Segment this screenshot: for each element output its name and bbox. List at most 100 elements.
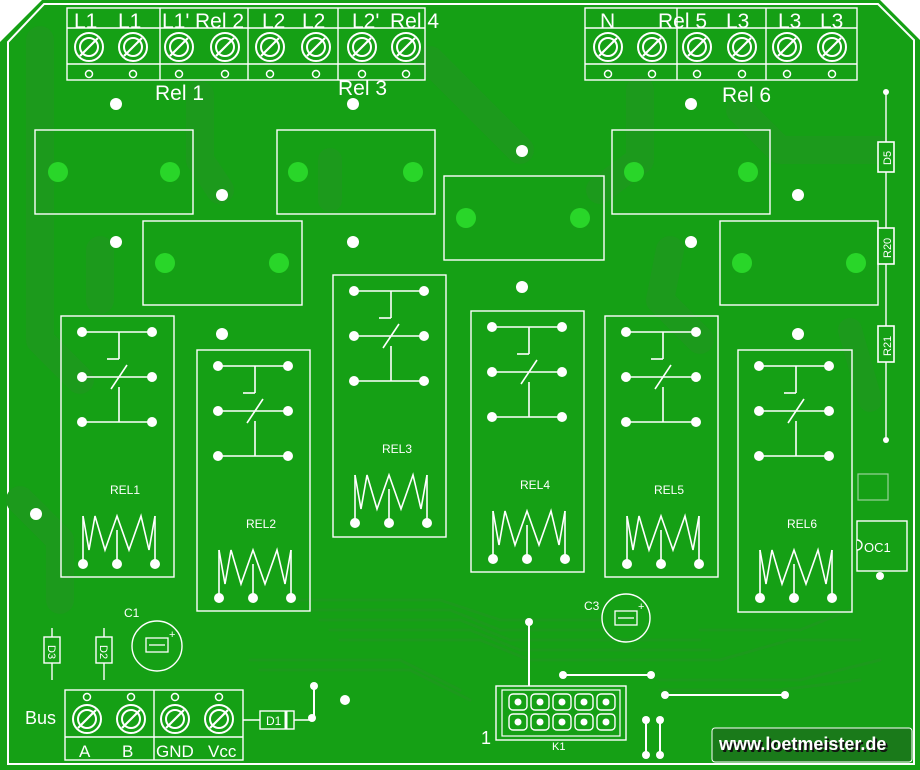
screw-terminal xyxy=(637,32,667,79)
relay-label: REL5 xyxy=(654,483,684,497)
capacitor-c3: C3 + xyxy=(584,593,651,643)
connector-pin xyxy=(574,693,594,711)
relay-labels-top: Rel 1 Rel 3 Rel 6 xyxy=(155,77,771,107)
resistor-label: D5 xyxy=(882,151,894,165)
connector-pins xyxy=(508,693,616,731)
relay-2: REL2 xyxy=(196,349,311,612)
terminal-label: N xyxy=(600,10,615,33)
resistor-label: R20 xyxy=(882,238,894,258)
screw-terminal xyxy=(160,692,190,734)
connector-pin1-label: 1 xyxy=(481,728,491,748)
terminal-label: L1 xyxy=(118,10,141,33)
terminal-label: L1' xyxy=(162,10,189,33)
terminal-block-left xyxy=(66,7,426,81)
svg-text:+: + xyxy=(169,629,175,641)
screw-terminal xyxy=(255,32,285,79)
diode-d1: D1 xyxy=(243,695,350,730)
screw-terminal xyxy=(204,692,234,734)
relay-4: REL4 xyxy=(470,310,585,573)
resistor-label: R21 xyxy=(882,336,894,356)
connector-pin xyxy=(596,713,616,731)
bus-screw-terminals xyxy=(72,692,234,734)
relay-5: REL5 xyxy=(604,315,719,578)
relay-label: Rel 1 xyxy=(155,82,204,105)
screw-terminal xyxy=(391,32,421,79)
relay-label: REL1 xyxy=(110,483,140,497)
copper-traces xyxy=(6,26,894,702)
bus-terminal-label: A xyxy=(79,742,91,761)
bus-label: Bus xyxy=(25,708,56,728)
connector-pin xyxy=(596,693,616,711)
optocoupler: OC1 xyxy=(856,473,908,580)
capacitor-c1: C1 + xyxy=(124,606,183,672)
terminal-label: L2' xyxy=(352,10,379,33)
screw-terminal xyxy=(72,692,102,734)
relay-label: REL4 xyxy=(520,478,550,492)
capacitor-label: C3 xyxy=(584,599,600,613)
watermark-text: www.loetmeister.de xyxy=(720,736,888,756)
diode-label: D1 xyxy=(266,714,282,728)
connector-pin xyxy=(552,713,572,731)
screw-terminal xyxy=(210,32,240,79)
wire-jumper-ends xyxy=(310,618,789,759)
relay-label: REL2 xyxy=(246,517,276,531)
screw-terminal xyxy=(682,32,712,79)
terminal-block-right xyxy=(584,7,858,81)
terminal-label: Rel 2 xyxy=(195,10,244,33)
connector-k1: 1 K1 xyxy=(481,685,627,753)
screw-terminal xyxy=(727,32,757,79)
terminal-label: L1 xyxy=(74,10,97,33)
bus-terminal-label: Vcc xyxy=(208,742,237,761)
terminal-labels-left: L1 L1 L1' Rel 2 L2 L2 L2' Rel 4 xyxy=(74,10,439,33)
capacitor-label: C1 xyxy=(124,606,140,620)
board-edge-outline xyxy=(7,3,915,765)
snubber-components xyxy=(34,129,879,306)
optocoupler-label: OC1 xyxy=(864,540,891,555)
connector-pin xyxy=(508,713,528,731)
relay-label: REL3 xyxy=(382,442,412,456)
relay-6: REL6 xyxy=(737,349,853,613)
terminal-labels-right: N Rel 5 L3 L3 L3 xyxy=(600,10,843,33)
relay-label: Rel 6 xyxy=(722,84,771,107)
vias xyxy=(30,98,804,520)
screw-terminal xyxy=(301,32,331,79)
screw-terminal xyxy=(817,32,847,79)
screw-terminal xyxy=(116,692,146,734)
screw-terminal xyxy=(118,32,148,79)
terminal-label: Rel 4 xyxy=(390,10,439,33)
screw-terminal xyxy=(772,32,802,79)
bus-terminal-label: GND xyxy=(156,742,194,761)
wire-jumpers xyxy=(313,622,785,755)
svg-text:+: + xyxy=(638,601,644,613)
terminal-label: L2 xyxy=(302,10,325,33)
screw-terminal xyxy=(74,32,104,79)
connector-pin xyxy=(508,693,528,711)
terminal-label: L3 xyxy=(778,10,801,33)
watermark: www.loetmeister.de www.loetmeister.de xyxy=(711,727,913,763)
right-resistors: D5 R20 R21 xyxy=(877,89,895,443)
connector-pin xyxy=(530,713,550,731)
relay-label: Rel 3 xyxy=(338,77,387,100)
diode-label: D3 xyxy=(45,645,57,659)
connector-label: K1 xyxy=(552,741,565,753)
bus-terminal-label: B xyxy=(122,742,133,761)
watermark-text-highlight: www.loetmeister.de xyxy=(718,734,886,754)
terminal-label: L2 xyxy=(262,10,285,33)
screw-terminals xyxy=(74,32,847,79)
screw-terminal xyxy=(164,32,194,79)
connector-pin xyxy=(552,693,572,711)
screw-terminal xyxy=(593,32,623,79)
small-diodes: D3 D2 xyxy=(43,628,113,680)
relay-3: REL3 xyxy=(332,274,447,538)
screw-terminal xyxy=(347,32,377,79)
terminal-label: L3 xyxy=(726,10,749,33)
terminal-label: L3 xyxy=(820,10,843,33)
relay-label: REL6 xyxy=(787,517,817,531)
bus-terminal-block: Bus A B GND Vcc xyxy=(25,689,244,761)
diode-label: D2 xyxy=(97,645,109,659)
terminal-label: Rel 5 xyxy=(658,10,707,33)
connector-pin xyxy=(530,693,550,711)
relay-1: REL1 xyxy=(60,315,175,578)
